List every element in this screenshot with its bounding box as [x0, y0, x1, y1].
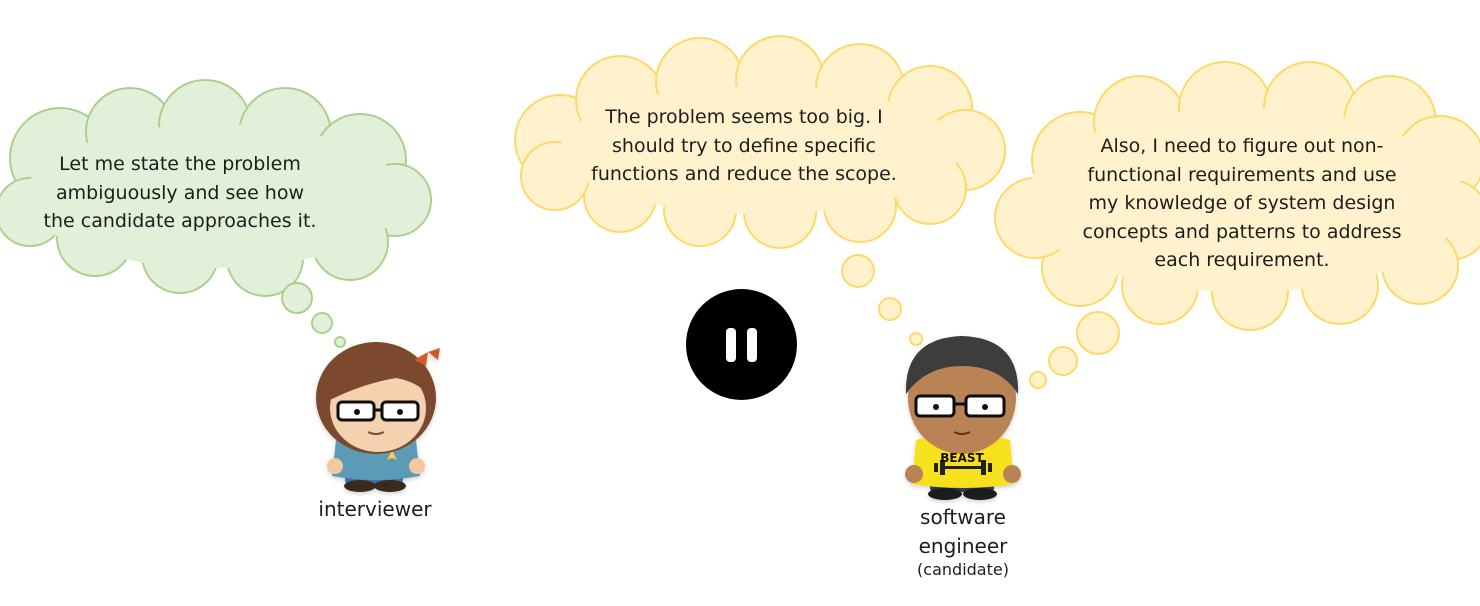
thought-line: the candidate approaches it. [43, 210, 317, 232]
candidate-sublabel: (candidate) [917, 560, 1009, 579]
thought-dot [334, 336, 346, 348]
candidate-label-line: engineer [918, 534, 1008, 558]
interviewer-thought-text: Let me state the problem ambiguously and… [30, 150, 330, 236]
candidate-thought-bubble-2 [994, 61, 1480, 389]
thought-line: concepts and patterns to address [1082, 220, 1402, 243]
thought-dot [909, 332, 923, 346]
pause-button[interactable] [686, 289, 797, 400]
candidate-thought-bubble-1 [514, 35, 1006, 346]
candidate-thought-text-2: Also, I need to figure out non- function… [1062, 132, 1422, 275]
thought-dot [281, 282, 313, 314]
candidate-thought-text-1: The problem seems too big. I should try … [566, 103, 922, 189]
pause-bar [747, 328, 757, 362]
thought-line: should try to define specific [612, 134, 876, 157]
thought-line: ambiguously and see how [55, 181, 305, 204]
thought-line: each requirement. [1154, 249, 1330, 271]
thought-line: my knowledge of system design [1088, 192, 1396, 214]
interviewer-thought-bubble [0, 79, 432, 348]
thought-line: The problem seems too big. I [605, 106, 883, 128]
candidate-label: software engineer [880, 503, 1046, 561]
thought-dot [1048, 346, 1078, 376]
thought-line: Also, I need to figure out non- [1100, 135, 1384, 157]
thought-dot [1029, 371, 1047, 389]
thought-line: functions and reduce the scope. [591, 163, 897, 185]
thought-dot [1076, 311, 1120, 355]
thought-dot [878, 297, 902, 321]
thought-dot [311, 312, 333, 334]
candidate-label-line: software [920, 505, 1006, 529]
thought-line: Let me state the problem [59, 153, 301, 175]
shirt-text: BEAST [940, 451, 984, 465]
thought-dot [841, 254, 875, 288]
interviewer-label: interviewer [318, 497, 432, 521]
candidate-avatar: BEAST [905, 336, 1021, 500]
thought-line: functional requirements and use [1087, 163, 1397, 186]
interviewer-avatar [316, 342, 440, 492]
pause-bar [726, 328, 736, 362]
